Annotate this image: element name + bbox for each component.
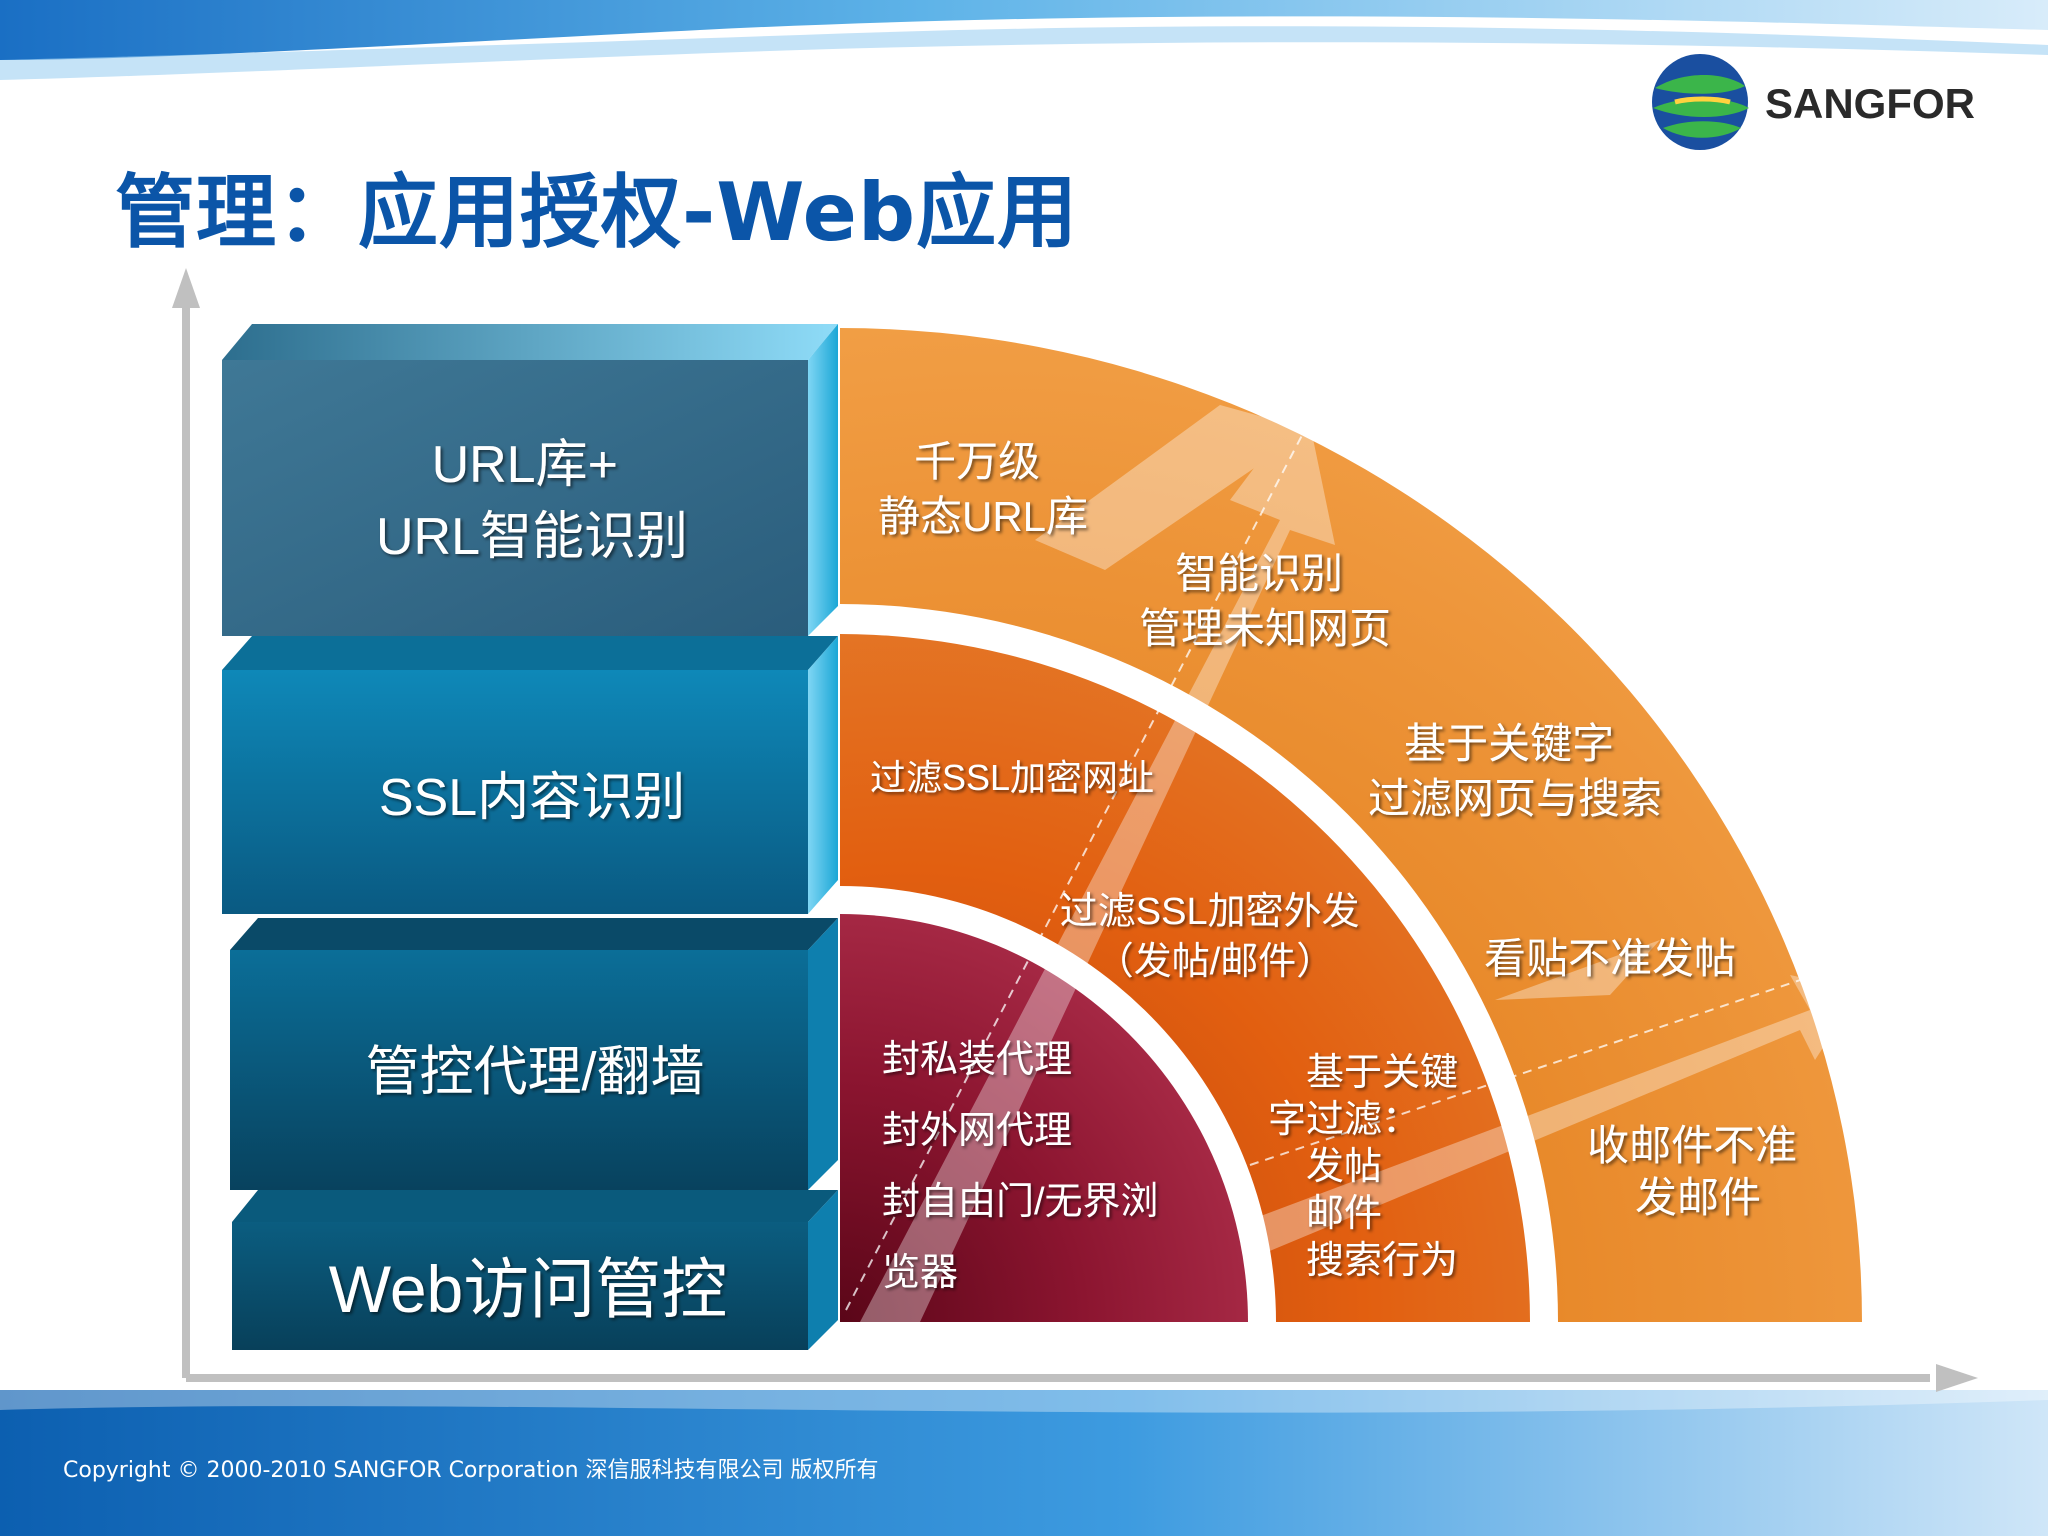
globe-icon [1652, 54, 1749, 150]
feature-line: 发邮件 [1635, 1174, 1761, 1221]
outer-ring [840, 328, 1862, 1322]
feature-line: 千万级 [914, 438, 1040, 485]
feature-line: 过滤网页与搜索 [1368, 775, 1662, 822]
feature-line: 管理未知网页 [1139, 605, 1391, 652]
feature-line: （发帖/邮件） [1096, 941, 1335, 983]
layer-block-proxy [230, 918, 838, 1190]
footer-band [0, 1390, 2048, 1536]
inner-feature-external-proxy: 封外网代理 [882, 1110, 1072, 1152]
layer-label-line: URL智能识别 [376, 508, 688, 566]
layer-label-line: URL库+ [432, 436, 618, 494]
layer-block-web [232, 1190, 838, 1350]
outer-feature-no-mail: 收邮件不准 发邮件 [1587, 1122, 1809, 1221]
feature-line: 基于关键 [1306, 1052, 1458, 1094]
outer-feature-url-db: 千万级 静态URL库 [878, 438, 1088, 540]
feature-line: 字过滤： [1268, 1099, 1420, 1141]
feature-line: 发帖 [1306, 1146, 1382, 1188]
layer-stack [222, 324, 838, 1350]
outer-feature-smart-identify: 智能识别 管理未知网页 [1139, 550, 1391, 652]
middle-ring [840, 634, 1530, 1322]
middle-feature-ssl-url: 过滤SSL加密网址 [870, 757, 1154, 798]
layer-label-web: Web访问管控 [329, 1252, 728, 1326]
layer-label-ssl: SSL内容识别 [379, 769, 685, 827]
inner-feature-freegate: 封自由门/无界浏 [882, 1181, 1159, 1223]
feature-line: 过滤SSL加密外发 [1060, 891, 1360, 933]
outer-feature-no-post: 看贴不准发帖 [1484, 935, 1736, 982]
feature-line: 收邮件不准 [1587, 1122, 1797, 1169]
growth-arrows [860, 400, 1860, 1322]
inner-feature-browser: 览器 [882, 1252, 958, 1294]
middle-feature-keyword: 基于关键 字过滤： 发帖 邮件 搜索行为 [1268, 1052, 1469, 1282]
slide-title: 管理：应用授权-Web应用 [115, 166, 1079, 259]
layer-label-proxy: 管控代理/翻墙 [365, 1042, 704, 1102]
feature-line: 智能识别 [1175, 550, 1343, 597]
outer-feature-keyword-filter: 基于关键字 过滤网页与搜索 [1368, 720, 1662, 822]
layer-block-ssl [222, 636, 838, 914]
dashed-guides [845, 419, 1831, 1311]
layer-block-url [222, 324, 838, 636]
inner-ring [840, 914, 1248, 1322]
layer-labels: URL库+ URL智能识别 SSL内容识别 管控代理/翻墙 Web访问管控 [329, 436, 728, 1326]
feature-line: 静态URL库 [878, 493, 1088, 540]
capability-rings [840, 328, 1862, 1322]
feature-line: 邮件 [1306, 1193, 1382, 1235]
inner-feature-private-proxy: 封私装代理 [882, 1039, 1072, 1081]
middle-feature-ssl-outgoing: 过滤SSL加密外发 （发帖/邮件） [1060, 891, 1370, 983]
axes [172, 268, 1978, 1392]
feature-labels: 千万级 静态URL库 智能识别 管理未知网页 基于关键字 过滤网页与搜索 看贴不… [870, 438, 1809, 1294]
copyright-footer: Copyright © 2000-2010 SANGFOR Corporatio… [63, 1458, 879, 1483]
sangfor-logo: SANGFOR [1652, 54, 1975, 150]
header-wave-band [0, 0, 2048, 80]
layer-label-url: URL库+ URL智能识别 [376, 436, 688, 566]
feature-line: 基于关键字 [1404, 720, 1614, 767]
logo-wordmark: SANGFOR [1765, 80, 1975, 127]
feature-line: 搜索行为 [1306, 1240, 1458, 1282]
